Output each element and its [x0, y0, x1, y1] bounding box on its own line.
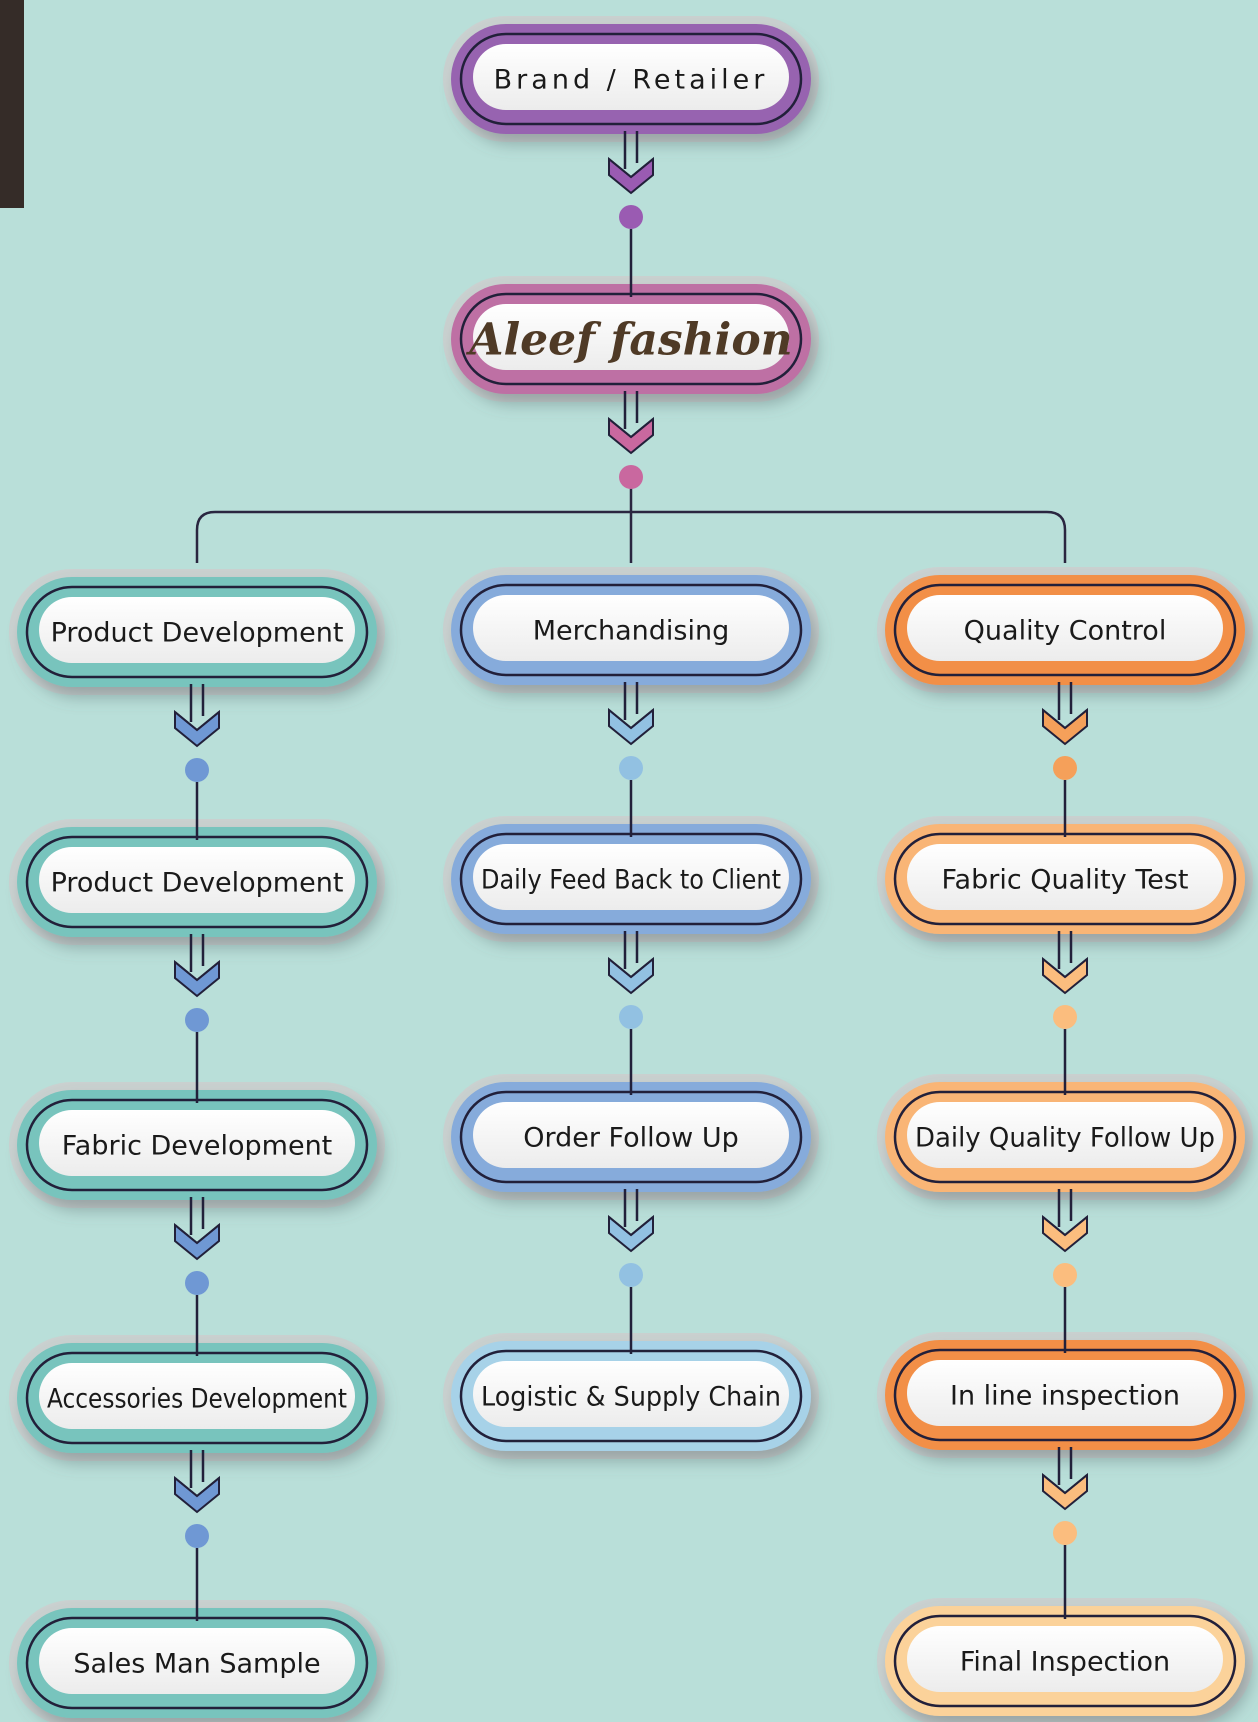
double-chevron-down-arrow-icon — [1042, 682, 1088, 746]
node-qc-in-line-inspection: In line inspection — [877, 1332, 1253, 1458]
step-connector — [1042, 682, 1088, 837]
double-chevron-down-arrow-icon — [1042, 1189, 1088, 1253]
connector-dot — [1053, 1005, 1077, 1029]
pill-face — [907, 1626, 1223, 1692]
step-connector — [174, 1450, 220, 1621]
connector-dot — [619, 465, 643, 489]
pill-outline — [459, 583, 803, 677]
step-connector — [608, 931, 654, 1095]
node-brand-retailer: Brand / Retailer — [443, 16, 819, 142]
node-label: Accessories Development — [47, 1384, 347, 1415]
step-connector — [1042, 931, 1088, 1095]
double-chevron-down-arrow-icon — [174, 934, 220, 998]
step-connector — [174, 1197, 220, 1356]
node-product-product-development: Product Development — [9, 819, 385, 945]
step-connector — [1042, 1447, 1088, 1619]
step-connector — [608, 131, 654, 297]
double-chevron-down-arrow-icon — [1042, 1447, 1088, 1511]
double-chevron-down-arrow-icon — [1042, 931, 1088, 995]
pill-face — [39, 1628, 355, 1694]
step-connector — [174, 684, 220, 840]
connector-dot — [185, 1008, 209, 1032]
corner-accent-bar — [0, 0, 24, 208]
node-merch-order-follow-up: Order Follow Up — [443, 1074, 819, 1200]
pill-face — [39, 1363, 355, 1429]
node-label: Fabric Development — [62, 1131, 333, 1162]
double-chevron-down-arrow-icon — [608, 931, 654, 995]
double-chevron-down-arrow-icon — [608, 1189, 654, 1253]
node-product-fabric-development: Fabric Development — [9, 1082, 385, 1208]
double-chevron-down-arrow-icon — [174, 684, 220, 748]
connector-dot — [1053, 1521, 1077, 1545]
double-chevron-down-arrow-icon — [608, 682, 654, 746]
node-label: Daily Feed Back to Client — [481, 865, 781, 896]
pill-outline — [459, 32, 803, 126]
step-connector — [608, 682, 654, 837]
double-chevron-down-arrow-icon — [608, 131, 654, 195]
node-qc-fabric-quality-test: Fabric Quality Test — [877, 816, 1253, 942]
pill-face — [473, 1361, 789, 1427]
step-connector — [608, 391, 654, 489]
pill-face — [473, 304, 789, 370]
node-product-sales-man-sample: Sales Man Sample — [9, 1600, 385, 1722]
pill-face — [907, 595, 1223, 661]
node-product-product-development: Product Development — [9, 569, 385, 695]
node-qc-daily-quality-follow-up: Daily Quality Follow Up — [877, 1074, 1253, 1200]
connector-dot — [619, 205, 643, 229]
pill-face — [907, 844, 1223, 910]
step-connector — [608, 1189, 654, 1354]
node-label: Merchandising — [533, 616, 730, 647]
pill-face — [39, 597, 355, 663]
double-chevron-down-arrow-icon — [174, 1197, 220, 1261]
connector-dot — [619, 1263, 643, 1287]
double-chevron-down-arrow-icon — [608, 391, 654, 455]
node-label: Sales Man Sample — [73, 1649, 320, 1680]
node-company-logo: Aleef fashion — [443, 276, 819, 402]
pill-face — [473, 1102, 789, 1168]
connector-dot — [1053, 1263, 1077, 1287]
node-label: Product Development — [51, 618, 344, 649]
pill-face — [39, 847, 355, 913]
pill-face — [473, 44, 789, 110]
pill-face — [473, 595, 789, 661]
pill-outline — [25, 585, 369, 679]
step-connector — [1042, 1189, 1088, 1353]
node-merch-merchandising: Merchandising — [443, 567, 819, 693]
node-label: In line inspection — [950, 1381, 1180, 1412]
pill-outline — [893, 583, 1237, 677]
node-merch-daily-feed-back-to-client: Daily Feed Back to Client — [443, 816, 819, 942]
branch-connector — [195, 481, 1067, 563]
pill-face — [907, 1102, 1223, 1168]
node-label: Final Inspection — [960, 1647, 1170, 1678]
node-label: Brand / Retailer — [494, 65, 769, 96]
node-product-accessories-development: Accessories Development — [9, 1335, 385, 1461]
pill-face — [39, 1110, 355, 1176]
node-label: Aleef fashion — [465, 315, 792, 366]
connector-dot — [185, 758, 209, 782]
step-connector — [174, 934, 220, 1103]
node-label: Order Follow Up — [523, 1123, 739, 1154]
connector-lines — [195, 481, 1067, 563]
pill-face — [473, 844, 789, 910]
node-label: Daily Quality Follow Up — [915, 1123, 1215, 1154]
node-label: Quality Control — [964, 616, 1167, 647]
pill-face — [907, 1360, 1223, 1426]
connector-dot — [185, 1524, 209, 1548]
node-qc-quality-control: Quality Control — [877, 567, 1253, 693]
node-label: Fabric Quality Test — [942, 865, 1189, 896]
node-label: Product Development — [51, 868, 344, 899]
connector-dot — [619, 756, 643, 780]
connector-dot — [619, 1005, 643, 1029]
node-label: Logistic & Supply Chain — [481, 1382, 781, 1413]
node-merch-logistic-and-supply-chain: Logistic & Supply Chain — [443, 1333, 819, 1459]
node-qc-final-inspection: Final Inspection — [877, 1598, 1253, 1722]
double-chevron-down-arrow-icon — [174, 1450, 220, 1514]
connector-dot — [1053, 756, 1077, 780]
connector-dot — [185, 1271, 209, 1295]
